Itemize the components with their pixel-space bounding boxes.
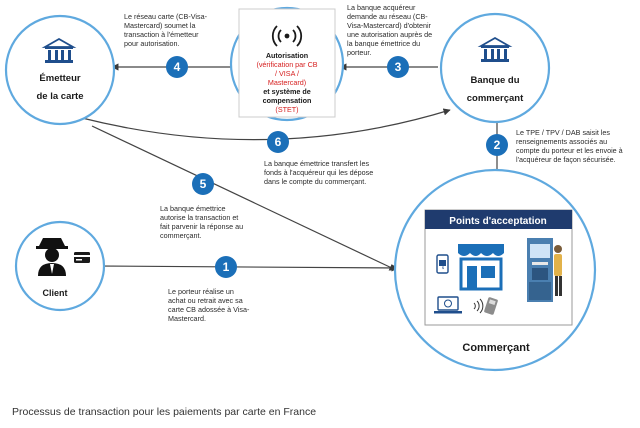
svg-text:6: 6 [275,135,282,149]
svg-text:pour autorisation.: pour autorisation. [124,39,180,48]
svg-text:$: $ [442,265,445,270]
network-red-line2: / VISA / [275,69,299,78]
payment-terminal-icon [484,297,498,315]
atm-icon [527,238,553,302]
step-6-note: La banque émettrice transfert les fonds … [264,159,373,186]
bank-icon [41,37,77,63]
svg-text:La banque émettrice transfert: La banque émettrice transfert les [264,159,369,168]
svg-text:1: 1 [223,260,230,274]
svg-text:fonds à l'acquéreur qui les dé: fonds à l'acquéreur qui les dépose [264,168,373,177]
wireless-signal-icon [271,25,303,47]
client-label: Client [42,288,67,298]
network-line4: et système de [263,87,311,96]
issuer-label-line1: Émetteur [39,73,80,84]
issuer-label-line2: de la carte [37,91,84,102]
spy-person-icon [36,238,68,276]
svg-text:une autorisation auprès de: une autorisation auprès de [347,30,432,39]
client-node: Client [14,220,106,312]
svg-text:renseignements associés au: renseignements associés au [516,137,607,146]
bank-icon [477,36,513,62]
step-4-note: Le réseau carte (CB-Visa- Mastercard) so… [124,12,208,48]
store-icon [458,244,504,291]
smartphone-icon: $ [436,254,449,274]
svg-text:l'acquéreur de façon sécurisée: l'acquéreur de façon sécurisée. [516,155,616,164]
person-at-atm-icon [554,245,562,296]
svg-text:2: 2 [494,138,501,152]
svg-text:compte du porteur et les envoi: compte du porteur et les envoie à [516,146,623,155]
step-3-note: La banque acquéreur demande au réseau (C… [347,3,432,57]
svg-text:Le TPE / TPV / DAB saisit les: Le TPE / TPV / DAB saisit les [516,128,610,137]
merchant-panel-header: Points d'acceptation [449,216,546,227]
acquirer-node: Banque du commerçant [439,12,551,124]
network-red-line6: (STET) [275,105,298,114]
svg-text:Mastercard) soumet la: Mastercard) soumet la [124,21,196,30]
network-line5: compensation [263,96,312,105]
svg-text:la banque émettrice du: la banque émettrice du [347,39,420,48]
step-badge-4: 4 [166,56,188,78]
contactless-icon [473,298,484,314]
svg-text:3: 3 [395,60,402,74]
step-1-note: Le porteur réalise un achat ou retrait a… [168,287,250,323]
svg-text:achat ou retrait avec sa: achat ou retrait avec sa [168,296,243,305]
acquirer-label-line1: Banque du [470,75,519,86]
svg-text:transaction à l'émetteur: transaction à l'émetteur [124,30,199,39]
svg-text:commerçant.: commerçant. [160,231,202,240]
step-badge-3: 3 [387,56,409,78]
svg-text:fait parvenir la réponse au: fait parvenir la réponse au [160,222,243,231]
svg-text:Mastercard.: Mastercard. [168,314,206,323]
arrow-issuer-to-merchant [91,125,397,271]
arrow-client-to-merchant [95,264,399,272]
svg-text:Le porteur réalise un: Le porteur réalise un [168,287,234,296]
svg-text:dans le compte du commerçant.: dans le compte du commerçant. [264,177,366,186]
svg-text:5: 5 [200,177,207,191]
step-2-note: Le TPE / TPV / DAB saisit les renseignem… [516,128,623,164]
step-5-note: La banque émettrice autorise la transact… [160,204,243,240]
svg-text:demande au réseau (CB-: demande au réseau (CB- [347,12,428,21]
network-red-line3: Mastercard) [268,78,306,87]
issuer-node: Émetteur de la carte [4,14,116,126]
step-badge-1: 1 [215,256,237,278]
step-badge-6: 6 [267,131,289,153]
step-badge-2: 2 [486,134,508,156]
figure-caption: Processus de transaction pour les paieme… [12,406,317,418]
network-title: Autorisation [266,51,308,60]
svg-text:La banque acquéreur: La banque acquéreur [347,3,416,12]
svg-text:Le réseau carte (CB-Visa-: Le réseau carte (CB-Visa- [124,12,208,21]
svg-text:porteur.: porteur. [347,48,371,57]
svg-text:4: 4 [174,60,181,74]
svg-text:autorise la transaction et: autorise la transaction et [160,213,238,222]
step-badge-5: 5 [192,173,214,195]
network-node: Autorisation (vérification par CB / VISA… [229,6,345,122]
svg-text:carte CB adossée à Visa-: carte CB adossée à Visa- [168,305,250,314]
svg-text:La banque émettrice: La banque émettrice [160,204,226,213]
network-red-line1: (vérification par CB [256,60,317,69]
acquirer-label-line2: commerçant [467,93,524,104]
merchant-label: Commerçant [462,342,530,354]
laptop-icon [434,296,462,314]
credit-card-icon [74,252,90,263]
merchant-node: Points d'acceptation $ [393,168,597,372]
svg-text:Visa-Mastercard) d'obtenir: Visa-Mastercard) d'obtenir [347,21,432,30]
